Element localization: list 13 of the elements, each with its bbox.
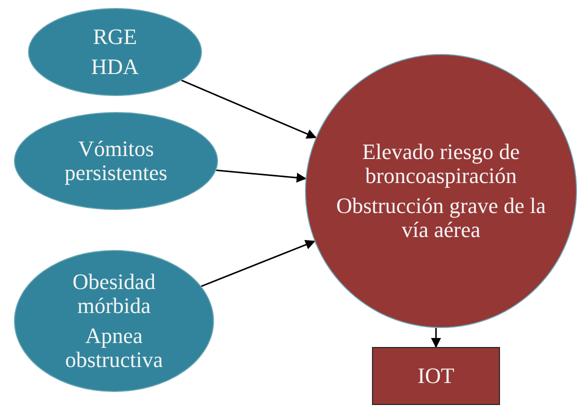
node-text: IOT [418,364,454,388]
node-text: Apnea obstructiva [64,324,164,372]
arrow [200,240,316,287]
node-text: Vómitos persistentes [64,136,168,186]
node-text: Elevado riesgo de broncoaspiración [361,140,521,188]
arrow [181,80,317,139]
node-text: RGE [93,24,137,49]
node-text: Obstrucción grave de la vía aérea [336,194,546,242]
arrow [431,328,441,348]
node-text: HDA [91,55,139,80]
arrow [216,170,307,183]
process-box [372,347,500,405]
node-text: Obesidad mórbida [71,270,157,318]
